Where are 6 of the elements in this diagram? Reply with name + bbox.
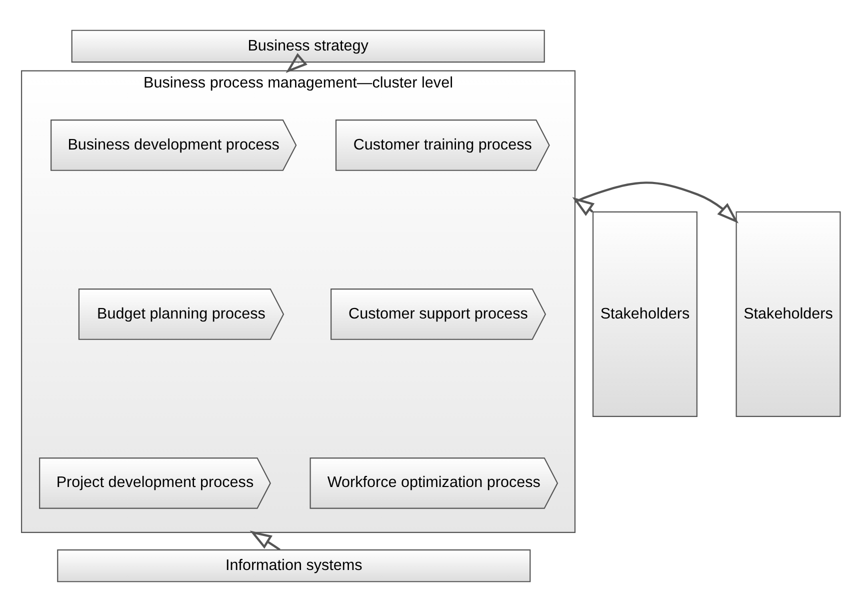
node-box: Stakeholders — [736, 211, 841, 418]
node-box: Information systems — [57, 549, 531, 582]
arrow — [286, 52, 308, 73]
arrow — [250, 530, 280, 551]
node-box: Stakeholders — [592, 211, 698, 418]
arrow — [574, 182, 739, 224]
